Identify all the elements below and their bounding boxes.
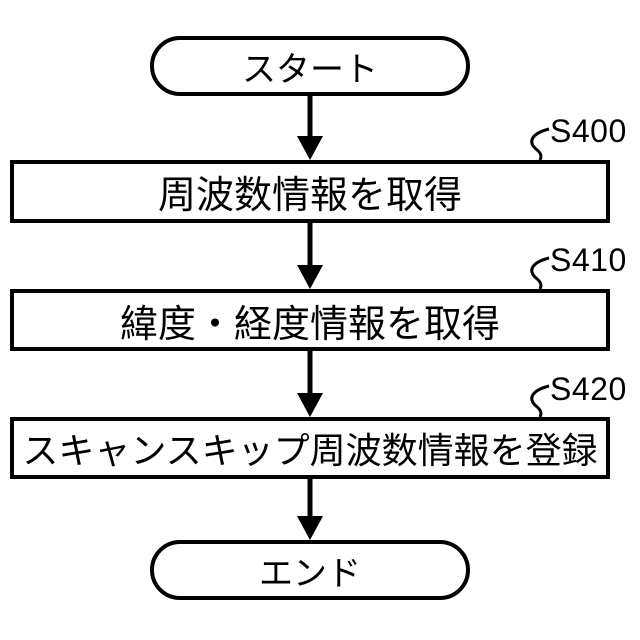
step-ref-s400: S400 xyxy=(550,113,627,149)
process-box-label: スキャンスキップ周波数情報を登録 xyxy=(22,430,598,471)
flow-arrow xyxy=(297,221,323,289)
process-box-s400: 周波数情報を取得 xyxy=(10,160,610,223)
process-box-label: 周波数情報を取得 xyxy=(157,175,462,217)
end-terminal-label: エンド xyxy=(259,554,361,593)
step-leader-squiggle-icon xyxy=(530,384,550,418)
step-leader-squiggle-icon xyxy=(530,256,550,290)
flow-arrow xyxy=(297,94,323,160)
start-terminal-label: スタート xyxy=(242,50,378,89)
process-box-s410: 緯度・経度情報を取得 xyxy=(10,289,610,351)
flow-arrow xyxy=(297,477,323,540)
step-leader-squiggle-icon xyxy=(530,127,550,161)
step-ref-s420: S420 xyxy=(550,371,627,407)
process-box-label: 緯度・経度情報を取得 xyxy=(119,303,500,346)
process-box-s420: スキャンスキップ周波数情報を登録 xyxy=(10,417,610,479)
end-terminal: エンド xyxy=(150,540,470,600)
start-terminal: スタート xyxy=(150,36,470,96)
step-ref-s410: S410 xyxy=(550,242,627,278)
flow-arrow xyxy=(297,349,323,417)
